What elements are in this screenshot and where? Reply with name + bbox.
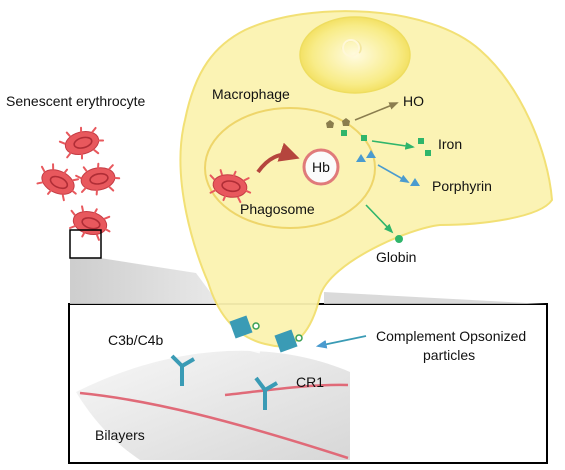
membrane-surface <box>76 350 350 460</box>
ho-marker <box>342 118 350 126</box>
bilayer-line <box>82 341 261 365</box>
iron-label: Iron <box>438 136 462 152</box>
porphyrin-marker <box>410 178 420 186</box>
c3b-c4b-receptor <box>170 354 196 386</box>
phagosome <box>204 107 376 229</box>
opsonin-dot <box>252 322 260 330</box>
ho-label: HO <box>403 93 424 109</box>
porphyrin-label: Porphyrin <box>432 178 492 194</box>
erythrocyte <box>31 158 85 206</box>
nucleolus-ring <box>342 39 360 57</box>
bilayer-line <box>224 383 349 397</box>
macrophage-cell <box>179 10 554 348</box>
hb-ring <box>302 148 340 186</box>
cr1-label: CR1 <box>296 374 324 390</box>
senescent-erythrocyte-label: Senescent erythrocyte <box>6 93 146 109</box>
zoom-projection <box>70 258 219 304</box>
c3b-c4b-label: C3b/C4b <box>108 332 163 348</box>
erythrocyte <box>64 202 116 244</box>
globin-arrow <box>365 204 394 234</box>
iron-marker <box>418 138 424 144</box>
complement-arrow <box>315 335 367 349</box>
erythrocyte <box>56 122 108 164</box>
complement-label-line1: Complement Opsonized <box>376 328 526 344</box>
iron-marker <box>425 150 431 156</box>
hb-label: Hb <box>312 159 330 175</box>
erythrocyte <box>73 159 123 199</box>
complement-label-line2: particles <box>423 347 475 363</box>
cr1-receptor <box>254 376 279 410</box>
iron-arrow <box>371 140 415 150</box>
phagosome-label: Phagosome <box>240 201 315 217</box>
digestion-arrow <box>256 142 300 174</box>
zoom-box <box>69 229 102 259</box>
porphyrin-marker <box>366 150 376 158</box>
opsonin-dot <box>295 334 303 342</box>
porphyrin-arrow <box>377 164 410 183</box>
opsonized-particle <box>274 329 298 353</box>
globin-marker <box>395 235 403 243</box>
iron-marker <box>361 135 367 141</box>
ho-marker <box>326 120 334 128</box>
ho-arrow <box>354 102 399 121</box>
opsonized-particle <box>229 315 253 339</box>
porphyrin-marker <box>356 154 366 162</box>
macrophage-label: Macrophage <box>212 86 290 102</box>
iron-marker <box>341 130 347 136</box>
bilayers-label: Bilayers <box>95 427 145 443</box>
bilayer-line <box>79 391 349 460</box>
globin-label: Globin <box>376 249 416 265</box>
zoom-projection-right <box>324 292 546 304</box>
